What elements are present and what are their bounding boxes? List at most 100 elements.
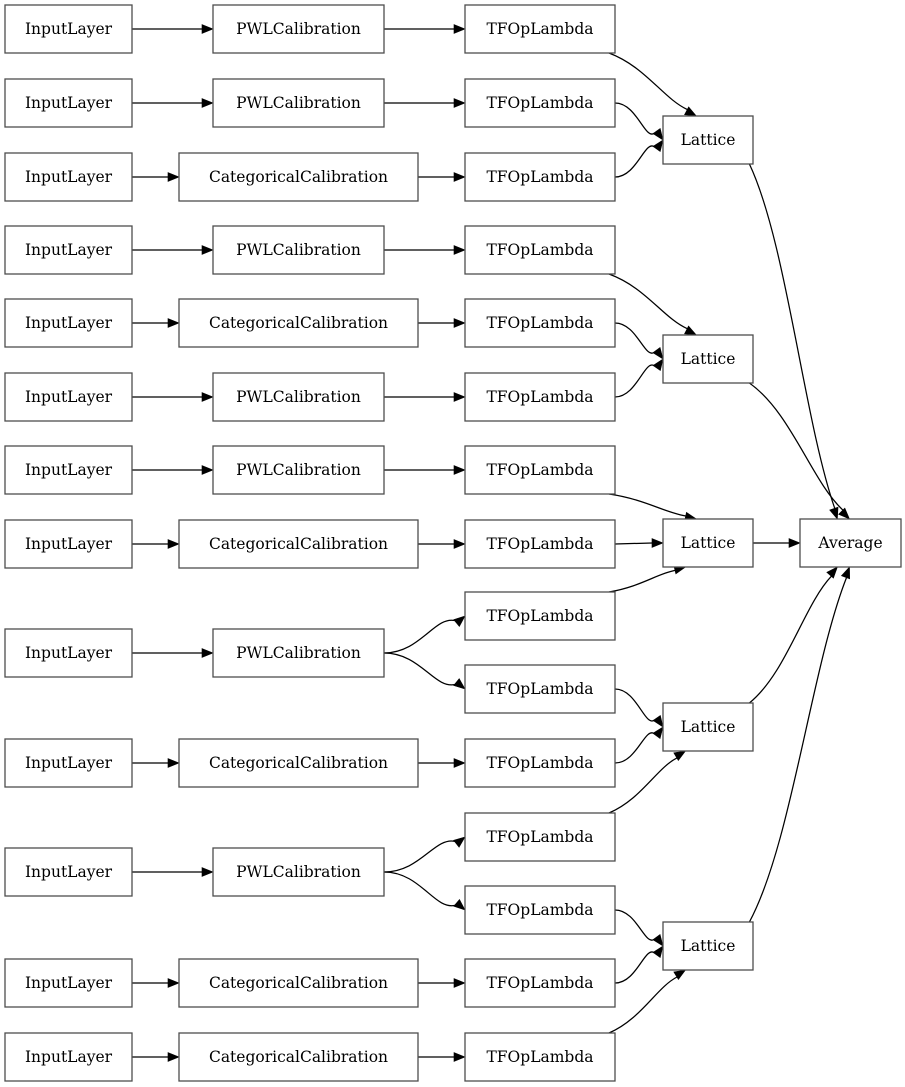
node-op11[interactable]: TFOpLambda <box>464 738 616 788</box>
node-box[interactable] <box>464 1032 616 1082</box>
node-op10[interactable]: TFOpLambda <box>464 664 616 714</box>
node-lat2[interactable]: Lattice <box>662 334 754 384</box>
node-box[interactable] <box>464 738 616 788</box>
node-op9[interactable]: TFOpLambda <box>464 591 616 641</box>
node-box[interactable] <box>464 372 616 422</box>
edge-arrowhead <box>453 318 466 328</box>
node-in13[interactable]: InputLayer <box>4 1032 133 1082</box>
node-op6[interactable]: TFOpLambda <box>464 372 616 422</box>
node-lat5[interactable]: Lattice <box>662 921 754 971</box>
node-cal9[interactable]: PWLCalibration <box>212 628 385 678</box>
node-in3[interactable]: InputLayer <box>4 152 133 202</box>
node-lat4[interactable]: Lattice <box>662 702 754 752</box>
node-box[interactable] <box>212 847 385 897</box>
node-in11[interactable]: InputLayer <box>4 847 133 897</box>
node-box[interactable] <box>464 664 616 714</box>
node-box[interactable] <box>662 518 754 568</box>
node-box[interactable] <box>464 225 616 275</box>
node-box[interactable] <box>464 812 616 862</box>
node-box[interactable] <box>4 958 133 1008</box>
node-cal8[interactable]: CategoricalCalibration <box>178 519 419 569</box>
node-box[interactable] <box>212 628 385 678</box>
node-box[interactable] <box>662 115 754 165</box>
node-box[interactable] <box>212 4 385 54</box>
node-box[interactable] <box>212 445 385 495</box>
node-box[interactable] <box>662 334 754 384</box>
node-op14[interactable]: TFOpLambda <box>464 958 616 1008</box>
node-box[interactable] <box>4 445 133 495</box>
node-box[interactable] <box>4 4 133 54</box>
node-box[interactable] <box>799 518 902 568</box>
node-label: Average <box>817 534 882 552</box>
node-cal6[interactable]: PWLCalibration <box>212 372 385 422</box>
node-box[interactable] <box>464 885 616 935</box>
node-cal12[interactable]: CategoricalCalibration <box>178 958 419 1008</box>
node-op15[interactable]: TFOpLambda <box>464 1032 616 1082</box>
node-op3[interactable]: TFOpLambda <box>464 152 616 202</box>
node-op1[interactable]: TFOpLambda <box>464 4 616 54</box>
node-cal2[interactable]: PWLCalibration <box>212 78 385 128</box>
node-avg[interactable]: Average <box>799 518 902 568</box>
node-op13[interactable]: TFOpLambda <box>464 885 616 935</box>
node-box[interactable] <box>178 298 419 348</box>
node-in7[interactable]: InputLayer <box>4 445 133 495</box>
node-cal10[interactable]: CategoricalCalibration <box>178 738 419 788</box>
node-op4[interactable]: TFOpLambda <box>464 225 616 275</box>
node-box[interactable] <box>464 78 616 128</box>
node-box[interactable] <box>464 519 616 569</box>
node-box[interactable] <box>464 591 616 641</box>
node-label: TFOpLambda <box>486 974 593 992</box>
node-label: InputLayer <box>25 388 113 406</box>
node-box[interactable] <box>178 152 419 202</box>
node-op8[interactable]: TFOpLambda <box>464 519 616 569</box>
node-in10[interactable]: InputLayer <box>4 738 133 788</box>
node-box[interactable] <box>4 152 133 202</box>
node-op2[interactable]: TFOpLambda <box>464 78 616 128</box>
node-box[interactable] <box>4 738 133 788</box>
node-in12[interactable]: InputLayer <box>4 958 133 1008</box>
node-in1[interactable]: InputLayer <box>4 4 133 54</box>
node-box[interactable] <box>464 4 616 54</box>
node-cal1[interactable]: PWLCalibration <box>212 4 385 54</box>
node-op7[interactable]: TFOpLambda <box>464 445 616 495</box>
node-box[interactable] <box>464 445 616 495</box>
node-box[interactable] <box>4 1032 133 1082</box>
node-cal7[interactable]: PWLCalibration <box>212 445 385 495</box>
node-box[interactable] <box>464 152 616 202</box>
edge-cal10-to-op11 <box>418 758 466 768</box>
node-box[interactable] <box>178 958 419 1008</box>
node-in8[interactable]: InputLayer <box>4 519 133 569</box>
node-in9[interactable]: InputLayer <box>4 628 133 678</box>
node-cal3[interactable]: CategoricalCalibration <box>178 152 419 202</box>
node-box[interactable] <box>178 519 419 569</box>
node-box[interactable] <box>4 628 133 678</box>
node-in2[interactable]: InputLayer <box>4 78 133 128</box>
node-cal4[interactable]: PWLCalibration <box>212 225 385 275</box>
node-cal11[interactable]: PWLCalibration <box>212 847 385 897</box>
node-box[interactable] <box>464 298 616 348</box>
edge-cal2-to-op2 <box>384 98 466 108</box>
node-box[interactable] <box>4 78 133 128</box>
node-in5[interactable]: InputLayer <box>4 298 133 348</box>
node-box[interactable] <box>212 225 385 275</box>
node-lat3[interactable]: Lattice <box>662 518 754 568</box>
node-lat1[interactable]: Lattice <box>662 115 754 165</box>
node-op5[interactable]: TFOpLambda <box>464 298 616 348</box>
node-box[interactable] <box>212 372 385 422</box>
node-box[interactable] <box>662 702 754 752</box>
node-box[interactable] <box>178 1032 419 1082</box>
node-box[interactable] <box>4 298 133 348</box>
node-box[interactable] <box>4 225 133 275</box>
node-box[interactable] <box>662 921 754 971</box>
node-box[interactable] <box>178 738 419 788</box>
node-cal13[interactable]: CategoricalCalibration <box>178 1032 419 1082</box>
node-in4[interactable]: InputLayer <box>4 225 133 275</box>
node-box[interactable] <box>4 847 133 897</box>
node-box[interactable] <box>4 519 133 569</box>
node-box[interactable] <box>464 958 616 1008</box>
node-cal5[interactable]: CategoricalCalibration <box>178 298 419 348</box>
node-box[interactable] <box>212 78 385 128</box>
node-in6[interactable]: InputLayer <box>4 372 133 422</box>
node-box[interactable] <box>4 372 133 422</box>
node-op12[interactable]: TFOpLambda <box>464 812 616 862</box>
